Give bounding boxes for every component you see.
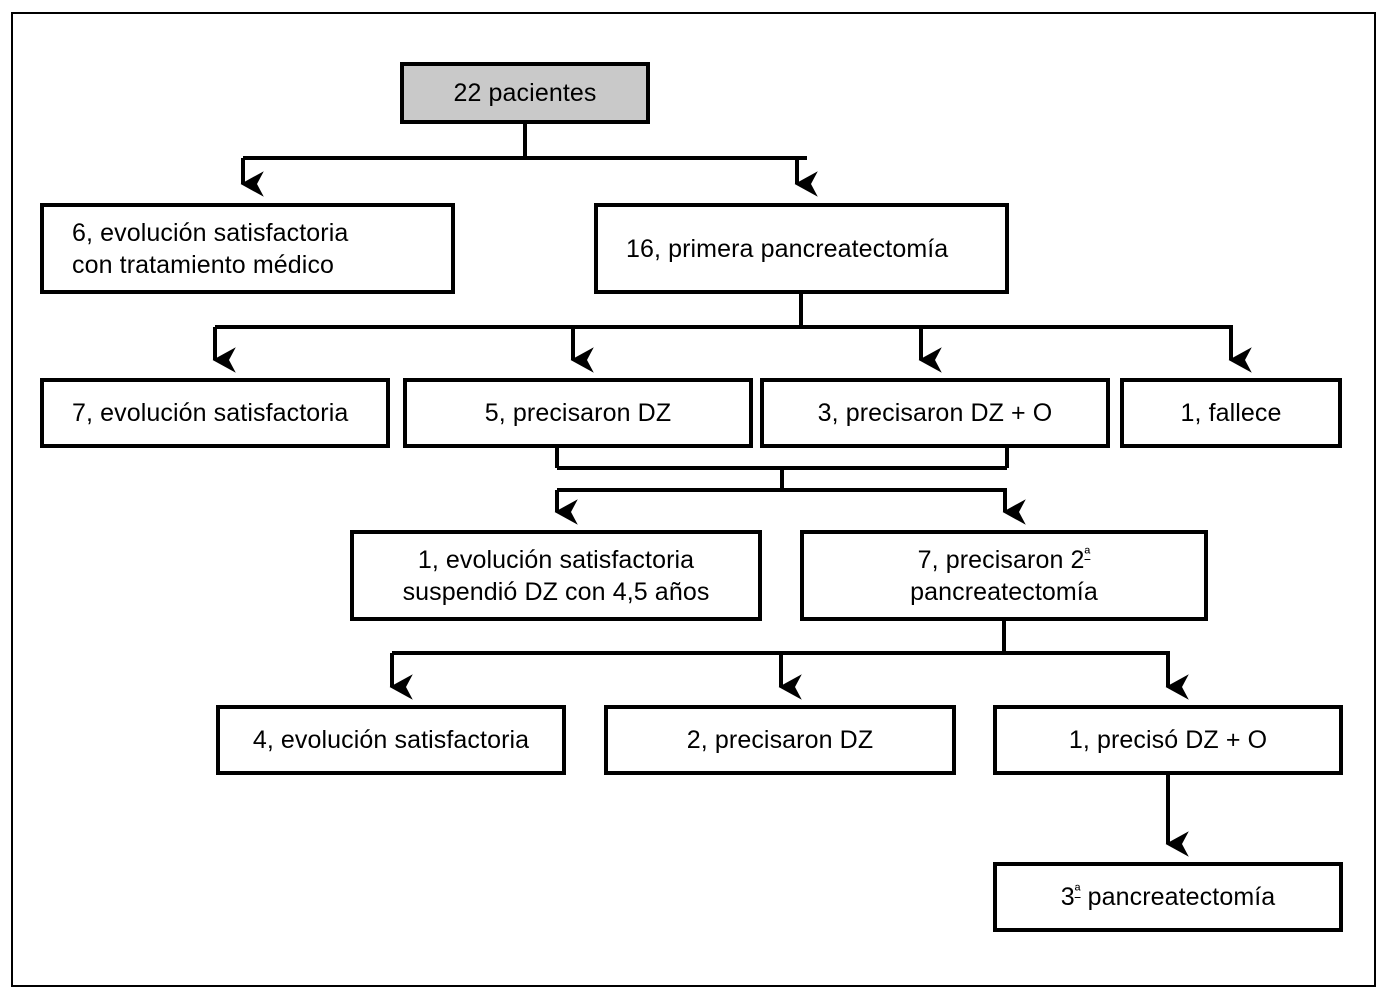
node-1-preciso-dz-o: 1, precisó DZ + O [993,705,1343,775]
diagram-frame-border [11,12,1376,987]
node-1-fallece: 1, fallece [1120,378,1342,448]
node-label: 7, precisaron 2ª pancreatectomía [910,545,1098,606]
node-3-precisaron-dz-o: 3, precisaron DZ + O [760,378,1110,448]
node-22-pacientes: 22 pacientes [400,62,650,124]
ordinal-superscript: ª [1074,882,1081,900]
node-16-primera-pancreatectomia: 16, primera pancreatectomía [594,203,1009,294]
node-6-evolucion-medico: 6, evolución satisfactoria con tratamien… [40,203,455,294]
node-label: 4, evolución satisfactoria [252,726,530,754]
node-label: 7, evolución satisfactoria [72,399,349,427]
node-label: 22 pacientes [453,79,597,107]
node-label: 6, evolución satisfactoria con tratamien… [72,218,349,279]
node-label: 16, primera pancreatectomía [626,234,949,263]
node-1-evolucion-suspendio: 1, evolución satisfactoria suspendió DZ … [350,530,762,621]
node-label: 3ª pancreatectomía [1060,882,1276,911]
node-label: 2, precisaron DZ [686,726,874,754]
node-7-evolucion: 7, evolución satisfactoria [40,378,390,448]
node-3a-pancreatectomia: 3ª pancreatectomía [993,862,1343,932]
ordinal-superscript: ª [1084,545,1091,563]
node-4-evolucion: 4, evolución satisfactoria [216,705,566,775]
node-label: 3, precisaron DZ + O [817,399,1053,427]
node-7-segunda-pancreatectomia: 7, precisaron 2ª pancreatectomía [800,530,1208,621]
node-label: 1, precisó DZ + O [1068,726,1268,754]
node-5-precisaron-dz: 5, precisaron DZ [403,378,753,448]
node-2-precisaron-dz: 2, precisaron DZ [604,705,956,775]
node-label: 1, evolución satisfactoria suspendió DZ … [402,545,710,606]
node-label: 5, precisaron DZ [484,399,672,427]
node-label: 1, fallece [1180,399,1282,427]
